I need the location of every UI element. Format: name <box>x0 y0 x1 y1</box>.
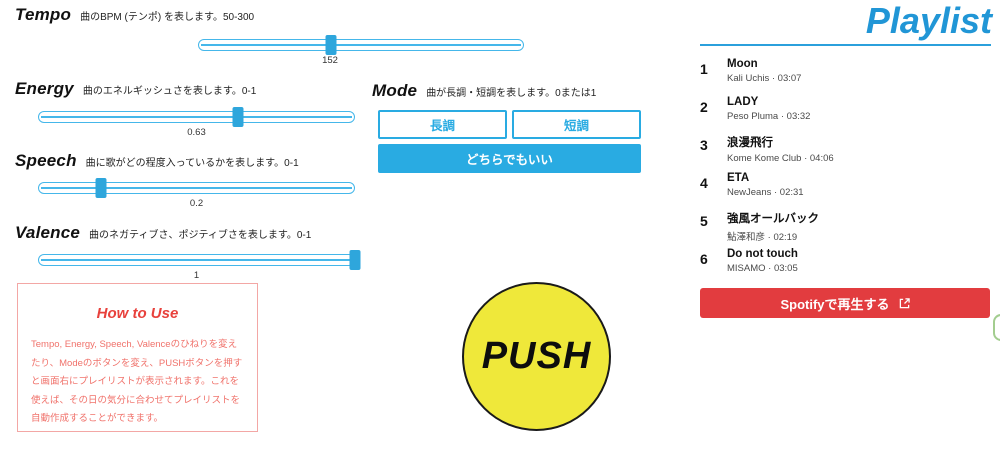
speech-title: Speech <box>15 151 77 170</box>
push-button[interactable]: PUSH <box>462 282 611 431</box>
track-artist-duration: Kome Kome Club · 04:06 <box>727 153 834 164</box>
valence-title: Valence <box>15 223 81 242</box>
track-row: 3 浪漫飛行 Kome Kome Club · 04:06 <box>700 134 990 164</box>
track-number: 1 <box>700 61 708 77</box>
track-artist-duration: 鮎澤和彦 · 02:19 <box>727 232 798 243</box>
mode-minor-button[interactable]: 短調 <box>512 110 641 139</box>
mode-major-button[interactable]: 長調 <box>378 110 507 139</box>
track-number: 4 <box>700 175 708 191</box>
mode-section-heading: Mode 曲が長調・短調を表します。0または1 <box>372 81 596 101</box>
track-title: Do not touch <box>727 248 798 260</box>
track-row: 6 Do not touch MISAMO · 03:05 <box>700 248 990 274</box>
track-number: 3 <box>700 137 708 153</box>
valence-slider-thumb[interactable] <box>349 250 361 270</box>
valence-slider[interactable] <box>38 250 361 270</box>
energy-slider-thumb[interactable] <box>232 107 244 127</box>
how-to-use-box: How to Use Tempo, Energy, Speech, Valenc… <box>17 283 258 432</box>
track-number: 2 <box>700 99 708 115</box>
energy-slider-track-line <box>41 116 352 118</box>
tempo-section-heading: Tempo 曲のBPM (テンポ) を表します。50-300 <box>15 5 254 25</box>
track-number: 5 <box>700 213 708 229</box>
spotify-embed-edge <box>993 314 1000 341</box>
tempo-slider-thumb[interactable] <box>325 35 337 55</box>
tempo-slider-track[interactable] <box>198 39 524 51</box>
track-number: 6 <box>700 251 708 267</box>
energy-description: 曲のエネルギッシュさを表します。0-1 <box>82 86 257 97</box>
mode-title: Mode <box>372 81 418 100</box>
track-row: 2 LADY Peso Pluma · 03:32 <box>700 96 990 122</box>
external-link-icon <box>899 297 910 308</box>
energy-slider[interactable] <box>38 107 355 127</box>
speech-slider-thumb[interactable] <box>95 178 107 198</box>
valence-slider-track-line <box>41 259 352 261</box>
track-artist-duration: Peso Pluma · 03:32 <box>727 111 811 122</box>
valence-section-heading: Valence 曲のネガティブさ、ポジティブさを表します。0-1 <box>15 223 311 243</box>
tempo-title: Tempo <box>15 5 72 24</box>
speech-section-heading: Speech 曲に歌がどの程度入っているかを表します。0-1 <box>15 151 299 171</box>
valence-slider-track[interactable] <box>38 254 355 266</box>
track-title: LADY <box>727 96 759 108</box>
playlist-heading: Playlist <box>865 0 992 41</box>
track-title: Moon <box>727 58 758 70</box>
track-artist-duration: MISAMO · 03:05 <box>727 263 798 274</box>
speech-slider[interactable] <box>38 178 355 198</box>
track-artist-duration: Kali Uchis · 03:07 <box>727 73 802 84</box>
spotify-play-button[interactable]: Spotifyで再生する <box>700 288 990 318</box>
track-row: 4 ETA NewJeans · 02:31 <box>700 172 990 198</box>
energy-value: 0.63 <box>187 127 206 138</box>
track-row: 5 強風オールバック 鮎澤和彦 · 02:19 <box>700 210 990 243</box>
mode-either-button[interactable]: どちらでもいい <box>378 144 641 173</box>
tempo-description: 曲のBPM (テンポ) を表します。50-300 <box>80 12 255 23</box>
track-title: 強風オールバック <box>727 213 819 225</box>
energy-section-heading: Energy 曲のエネルギッシュさを表します。0-1 <box>15 79 256 99</box>
speech-slider-track[interactable] <box>38 182 355 194</box>
spotify-play-button-label: Spotifyで再生する <box>780 296 890 312</box>
playlist-divider <box>700 44 991 46</box>
energy-title: Energy <box>15 79 74 98</box>
tempo-slider-track-line <box>201 44 521 46</box>
speech-slider-track-line <box>41 187 352 189</box>
track-row: 1 Moon Kali Uchis · 03:07 <box>700 58 990 84</box>
mode-description: 曲が長調・短調を表します。0または1 <box>426 88 597 99</box>
valence-description: 曲のネガティブさ、ポジティブさを表します。0-1 <box>89 230 312 241</box>
track-title: ETA <box>727 172 750 184</box>
speech-description: 曲に歌がどの程度入っているかを表します。0-1 <box>85 158 299 169</box>
energy-slider-track[interactable] <box>38 111 355 123</box>
tempo-slider[interactable] <box>198 35 524 55</box>
valence-value: 1 <box>193 270 200 281</box>
tempo-value: 152 <box>322 55 338 66</box>
track-artist-duration: NewJeans · 02:31 <box>727 187 804 198</box>
speech-value: 0.2 <box>189 198 204 209</box>
how-to-use-title: How to Use <box>96 305 179 322</box>
push-button-label: PUSH <box>481 335 592 377</box>
track-title: 浪漫飛行 <box>727 137 773 149</box>
how-to-use-body: Tempo, Energy, Speech, Valenceのひねりを変えたり、… <box>31 339 243 425</box>
